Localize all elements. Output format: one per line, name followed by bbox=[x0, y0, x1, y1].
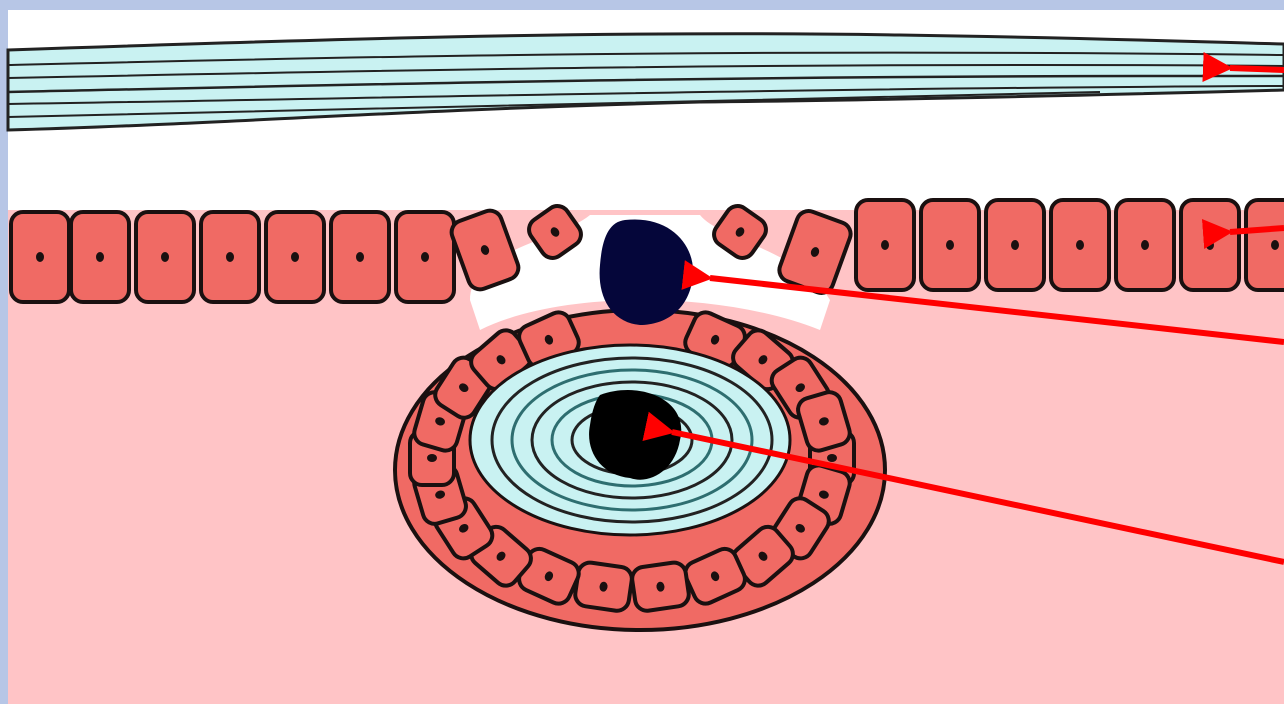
epithelial-cell bbox=[1246, 200, 1284, 290]
epithelial-cell bbox=[71, 212, 129, 302]
nucleus bbox=[36, 252, 44, 262]
epithelial-cell bbox=[921, 200, 979, 290]
epithelial-cell bbox=[331, 212, 389, 302]
nucleus bbox=[356, 252, 364, 262]
nucleus bbox=[1271, 240, 1279, 250]
nucleus bbox=[421, 252, 429, 262]
epithelial-cell bbox=[396, 212, 454, 302]
nucleus bbox=[1076, 240, 1084, 250]
nucleus bbox=[1141, 240, 1149, 250]
arrow-keratin-layer bbox=[1230, 68, 1284, 70]
nucleus bbox=[1011, 240, 1019, 250]
nucleus bbox=[881, 240, 889, 250]
keratin-pearl bbox=[395, 309, 885, 630]
epithelial-cell bbox=[1116, 200, 1174, 290]
epithelial-cell bbox=[631, 561, 691, 612]
nucleus bbox=[427, 454, 437, 462]
nucleus bbox=[827, 454, 837, 462]
epithelial-cell bbox=[574, 561, 634, 612]
epithelial-cell bbox=[136, 212, 194, 302]
epithelial-cell bbox=[986, 200, 1044, 290]
nucleus bbox=[161, 252, 169, 262]
nucleus bbox=[291, 252, 299, 262]
epithelial-cell bbox=[266, 212, 324, 302]
epithelial-cell bbox=[1181, 200, 1239, 290]
core-blob bbox=[589, 390, 681, 480]
epithelial-cell bbox=[1051, 200, 1109, 290]
epithelial-cell bbox=[11, 212, 69, 302]
arrow-epithelial-cell bbox=[1230, 228, 1284, 232]
epithelial-cell bbox=[856, 200, 914, 290]
nucleus bbox=[946, 240, 954, 250]
nucleus bbox=[96, 252, 104, 262]
nucleus bbox=[226, 252, 234, 262]
nucleus bbox=[1206, 240, 1214, 250]
epithelial-cell bbox=[201, 212, 259, 302]
